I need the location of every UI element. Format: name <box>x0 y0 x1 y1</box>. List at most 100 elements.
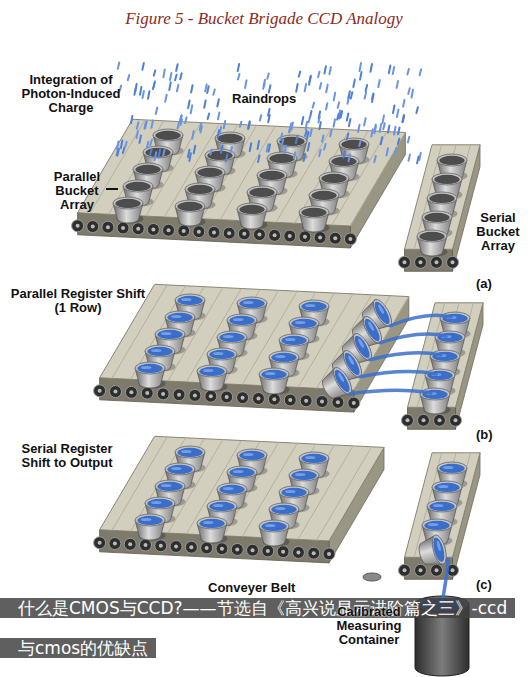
raindrop <box>150 149 152 154</box>
roller-hub <box>145 391 149 395</box>
raindrop <box>170 73 172 80</box>
raindrop <box>395 148 397 154</box>
raindrop <box>398 127 400 134</box>
water-highlight <box>275 355 286 358</box>
bucket-water <box>137 364 162 373</box>
roller-hub <box>336 400 340 404</box>
roller-hub <box>312 551 316 555</box>
raindrop <box>118 63 120 69</box>
bucket <box>299 206 330 233</box>
raindrop <box>290 124 292 132</box>
raindrop <box>296 84 298 92</box>
raindrop <box>142 91 144 98</box>
bucket <box>237 203 268 230</box>
raindrop <box>238 64 240 71</box>
belt-roller <box>268 393 280 405</box>
raindrop <box>382 116 384 124</box>
raindrop <box>344 151 346 158</box>
raindrop <box>240 122 242 127</box>
roller-hub <box>161 392 165 396</box>
bucket-water <box>229 468 254 477</box>
bucket-rim <box>257 169 287 181</box>
raindrop <box>397 110 399 117</box>
roller-hub <box>435 260 439 264</box>
raindrop <box>245 80 247 88</box>
raindrop <box>139 135 141 142</box>
bucket <box>135 362 166 389</box>
raindrop <box>398 139 400 144</box>
roller-hub <box>403 568 407 572</box>
raindrop <box>407 69 409 75</box>
raindrop <box>299 72 301 77</box>
water-highlight <box>443 466 454 469</box>
raindrop <box>145 122 147 128</box>
belt-roller <box>139 539 151 551</box>
raindrop <box>180 73 182 79</box>
raindrop <box>383 123 385 129</box>
raindrop <box>218 113 220 120</box>
raindrop <box>185 117 187 123</box>
bucket-rim <box>175 294 205 306</box>
belt-roller <box>284 230 296 242</box>
bucket-rim <box>197 517 227 529</box>
raindrop <box>334 119 336 126</box>
bucket-water <box>137 516 162 525</box>
raindrop <box>151 121 153 128</box>
bucket-rim <box>135 514 165 526</box>
water-highlight <box>265 372 276 375</box>
raindrop <box>210 149 212 154</box>
raindrop <box>238 74 240 79</box>
raindrop <box>188 150 190 157</box>
belt-roller <box>205 390 217 402</box>
raindrop <box>136 131 138 138</box>
water-highlight <box>141 366 152 369</box>
raindrop <box>192 131 194 139</box>
belt-roller <box>323 548 335 560</box>
raindrop <box>267 74 269 79</box>
bucket-rim <box>432 481 462 493</box>
bucket-inside <box>115 199 140 208</box>
bucket-water <box>301 302 326 311</box>
roller-hub <box>225 395 229 399</box>
raindrop <box>341 111 343 118</box>
water-highlight <box>203 369 214 372</box>
raindrop <box>163 69 165 77</box>
bucket-rim <box>153 129 183 141</box>
roller-hub <box>256 396 260 400</box>
raindrop <box>144 122 146 128</box>
raindrop <box>420 69 422 75</box>
water-highlight <box>233 318 244 321</box>
belt-roller <box>300 395 312 407</box>
raindrop <box>163 150 165 157</box>
roller-hub <box>281 550 285 554</box>
roller-hub <box>98 541 102 545</box>
bucket-rim <box>437 462 467 474</box>
roller-hub <box>320 400 324 404</box>
belt-roller <box>418 414 430 426</box>
roller-hub <box>288 398 292 402</box>
bucket-water <box>261 522 286 531</box>
bucket-rim <box>113 197 143 209</box>
belt-roller <box>117 222 129 234</box>
raindrop <box>188 100 190 108</box>
bucket-water <box>291 319 316 328</box>
raindrop <box>402 115 404 122</box>
bucket-rim <box>133 163 163 175</box>
raindrop <box>349 154 351 161</box>
water-highlight <box>181 450 192 453</box>
roller-hub <box>98 389 102 393</box>
bucket-rim <box>207 500 237 512</box>
bucket-water <box>271 505 296 514</box>
bucket-rim <box>309 189 339 201</box>
raindrop <box>319 122 321 129</box>
bucket <box>259 520 290 547</box>
bucket-water <box>439 464 464 473</box>
belt-roller <box>447 256 459 268</box>
raindrop <box>175 75 177 81</box>
belt-roller <box>216 543 228 555</box>
roller-hub <box>451 568 455 572</box>
raindrop <box>318 116 320 122</box>
raindrop <box>180 115 182 121</box>
raindrop <box>364 118 366 125</box>
